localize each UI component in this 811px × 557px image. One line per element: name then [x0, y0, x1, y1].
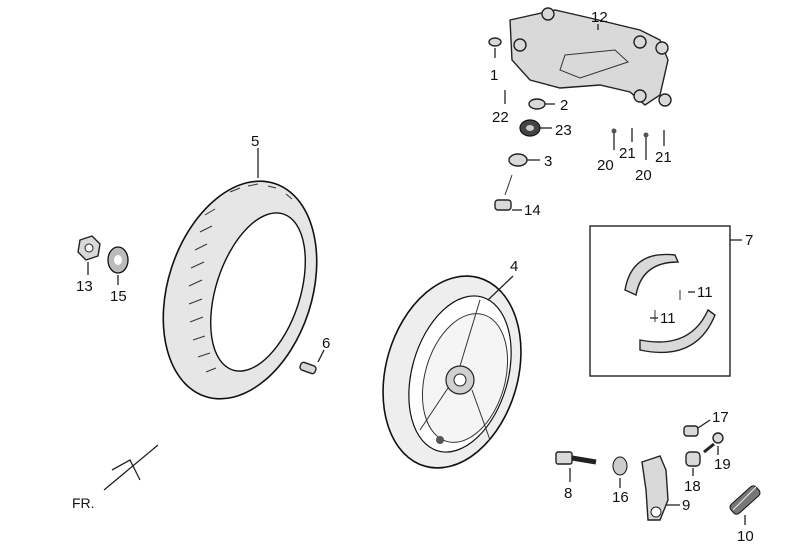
callout-6: 6: [322, 335, 330, 352]
callout-7: 7: [745, 232, 753, 249]
callout-12: 12: [591, 9, 608, 26]
bolt-19: [703, 432, 724, 454]
callout-2: 2: [560, 97, 568, 114]
callout-22: 22: [492, 109, 509, 126]
washer-16: [612, 456, 628, 476]
swing-arm-bracket: [509, 7, 672, 107]
washer-3: [508, 153, 528, 167]
callout-11a: 11: [697, 284, 713, 301]
callout-21a: 21: [619, 145, 636, 162]
tire-tread: [188, 183, 293, 373]
nut-13: [77, 235, 101, 261]
wheel-rim: [382, 275, 522, 469]
callout-10: 10: [737, 528, 754, 545]
callout-9: 9: [682, 497, 690, 514]
washer-15: [107, 246, 129, 274]
callout-3: 3: [544, 153, 552, 170]
callout-8: 8: [564, 485, 572, 502]
callout-14: 14: [524, 202, 541, 219]
callout-5: 5: [251, 133, 259, 150]
callout-19: 19: [714, 456, 731, 473]
brake-shoe-box: [589, 225, 731, 377]
tire: [162, 180, 318, 400]
bolt-1: [488, 37, 502, 58]
direction-arrow: [103, 444, 159, 491]
callout-4: 4: [510, 258, 518, 275]
bushing-18: [685, 451, 701, 467]
callout-17: 17: [712, 409, 729, 426]
callout-1: 1: [490, 67, 498, 84]
brake-bolt-8: [555, 451, 597, 465]
valve-6: [299, 361, 317, 375]
callout-23: 23: [555, 122, 572, 139]
callout-15: 15: [110, 288, 127, 305]
callout-21b: 21: [655, 149, 672, 166]
callout-11b: 11: [660, 310, 676, 327]
direction-label: FR.: [72, 495, 95, 511]
brake-arm-9: [641, 455, 669, 521]
spring-10: [729, 485, 761, 515]
callout-20a: 20: [597, 157, 614, 174]
washer-2: [528, 98, 546, 110]
callout-13: 13: [76, 278, 93, 295]
bearing-23: [519, 119, 541, 137]
callout-labels: 1 2 3 4 5 6 7 8 9 10 11 11 12 13 14 15 1…: [72, 9, 754, 545]
nut-14: [494, 174, 513, 211]
callout-20b: 20: [635, 167, 652, 184]
callout-18: 18: [684, 478, 701, 495]
pin-17: [683, 425, 699, 437]
callout-16: 16: [612, 489, 629, 506]
